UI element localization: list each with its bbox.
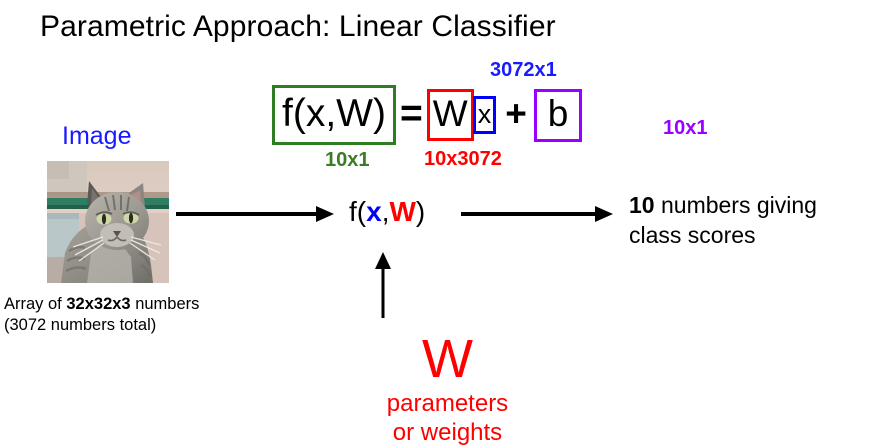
x-boxed-term: x [472,96,497,134]
class-scores-line2: class scores [629,222,756,248]
array-caption-line1: Array of 32x32x3 numbers [4,294,199,315]
W-term-text: W [432,93,468,134]
linear-classifier-equation: f(x,W) = W x + b [272,84,583,146]
class-scores-count: 10 [629,192,655,218]
weights-description-line1: parameters [386,390,509,417]
arrow-right-icon [176,203,334,230]
cat-photo-icon [47,161,169,283]
image-label: Image [62,122,132,150]
arrow-up-icon [372,252,394,323]
class-scores-line1: 10 numbers giving [629,190,817,220]
array-caption-line2: (3072 numbers total) [4,316,157,334]
fxw-dimension-label: 10x1 [325,149,370,171]
weights-description: parameters or weights [0,389,895,447]
x-term-text: x [477,98,492,129]
function-suffix: ) [415,196,426,227]
weights-description-line2: or weights [392,419,503,446]
class-scores-output-label: 10 numbers giving class scores [629,190,817,250]
array-caption-dims: 32x32x3 [66,295,131,313]
array-caption: Array of 32x32x3 numbers (3072 numbers t… [4,294,199,336]
function-comma: , [381,196,390,227]
equals-sign: = [399,91,423,135]
function-x-variable: x [366,196,382,227]
b-boxed-term: b [533,88,583,142]
function-W-variable: W [389,196,416,227]
weights-symbol: W [422,329,473,389]
arrow-right-icon [461,203,613,230]
array-caption-prefix: Array of [4,295,67,313]
class-scores-line1-rest: numbers giving [654,192,817,218]
plus-sign: + [505,92,527,134]
W-boxed-term: W [426,89,474,141]
W-dimension-label: 10x3072 [424,148,502,170]
b-term-text: b [547,92,569,134]
x-dimension-label: 3072x1 [490,59,557,81]
fxw-boxed-term: f(x,W) [272,85,396,145]
page-title: Parametric Approach: Linear Classifier [40,10,556,43]
b-dimension-label: 10x1 [663,117,708,139]
function-call-label: f(x,W) [349,198,425,226]
function-prefix: f( [349,196,367,227]
fxw-term-text: f(x,W) [282,91,386,135]
array-caption-suffix: numbers [130,295,200,313]
